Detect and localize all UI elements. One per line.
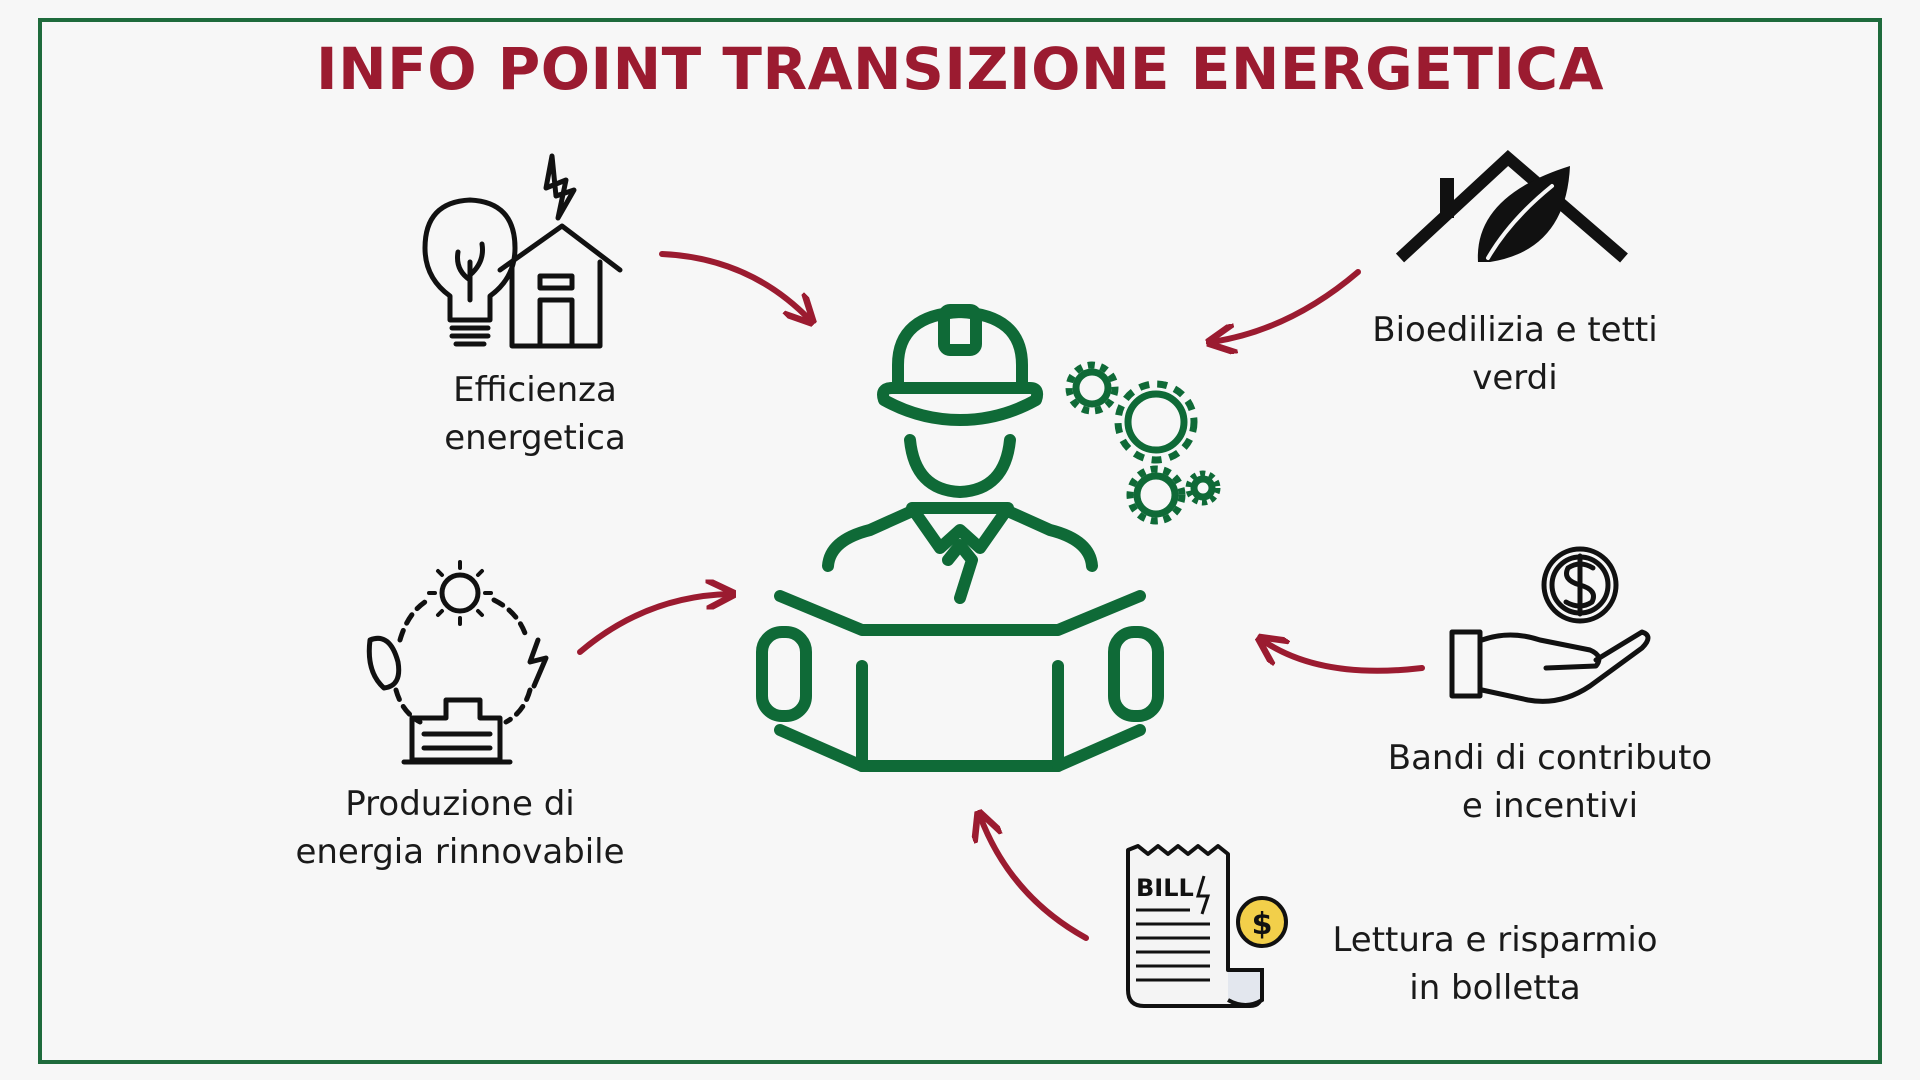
arrow-produzione [577, 594, 730, 655]
hand-coin-icon [1449, 546, 1651, 704]
engineer-icon [756, 304, 1164, 772]
coin-symbol: $ [1252, 907, 1273, 942]
renewable-cycle-icon [366, 560, 549, 765]
page-title: INFO POINT TRANSIZIONE ENERGETICA [316, 35, 1604, 103]
arrow-efficienza [659, 251, 810, 320]
leaf-roof-icon [1395, 149, 1628, 263]
arrow-bolletta [980, 816, 1089, 941]
arrow-bandi [1262, 640, 1425, 674]
lightbulb-house-icon [422, 153, 623, 349]
gears-icon [1065, 361, 1221, 525]
arrow-bioedilizia [1212, 269, 1361, 342]
bill-icon: BILL $ [1126, 844, 1288, 1008]
bill-text: BILL [1136, 874, 1194, 902]
